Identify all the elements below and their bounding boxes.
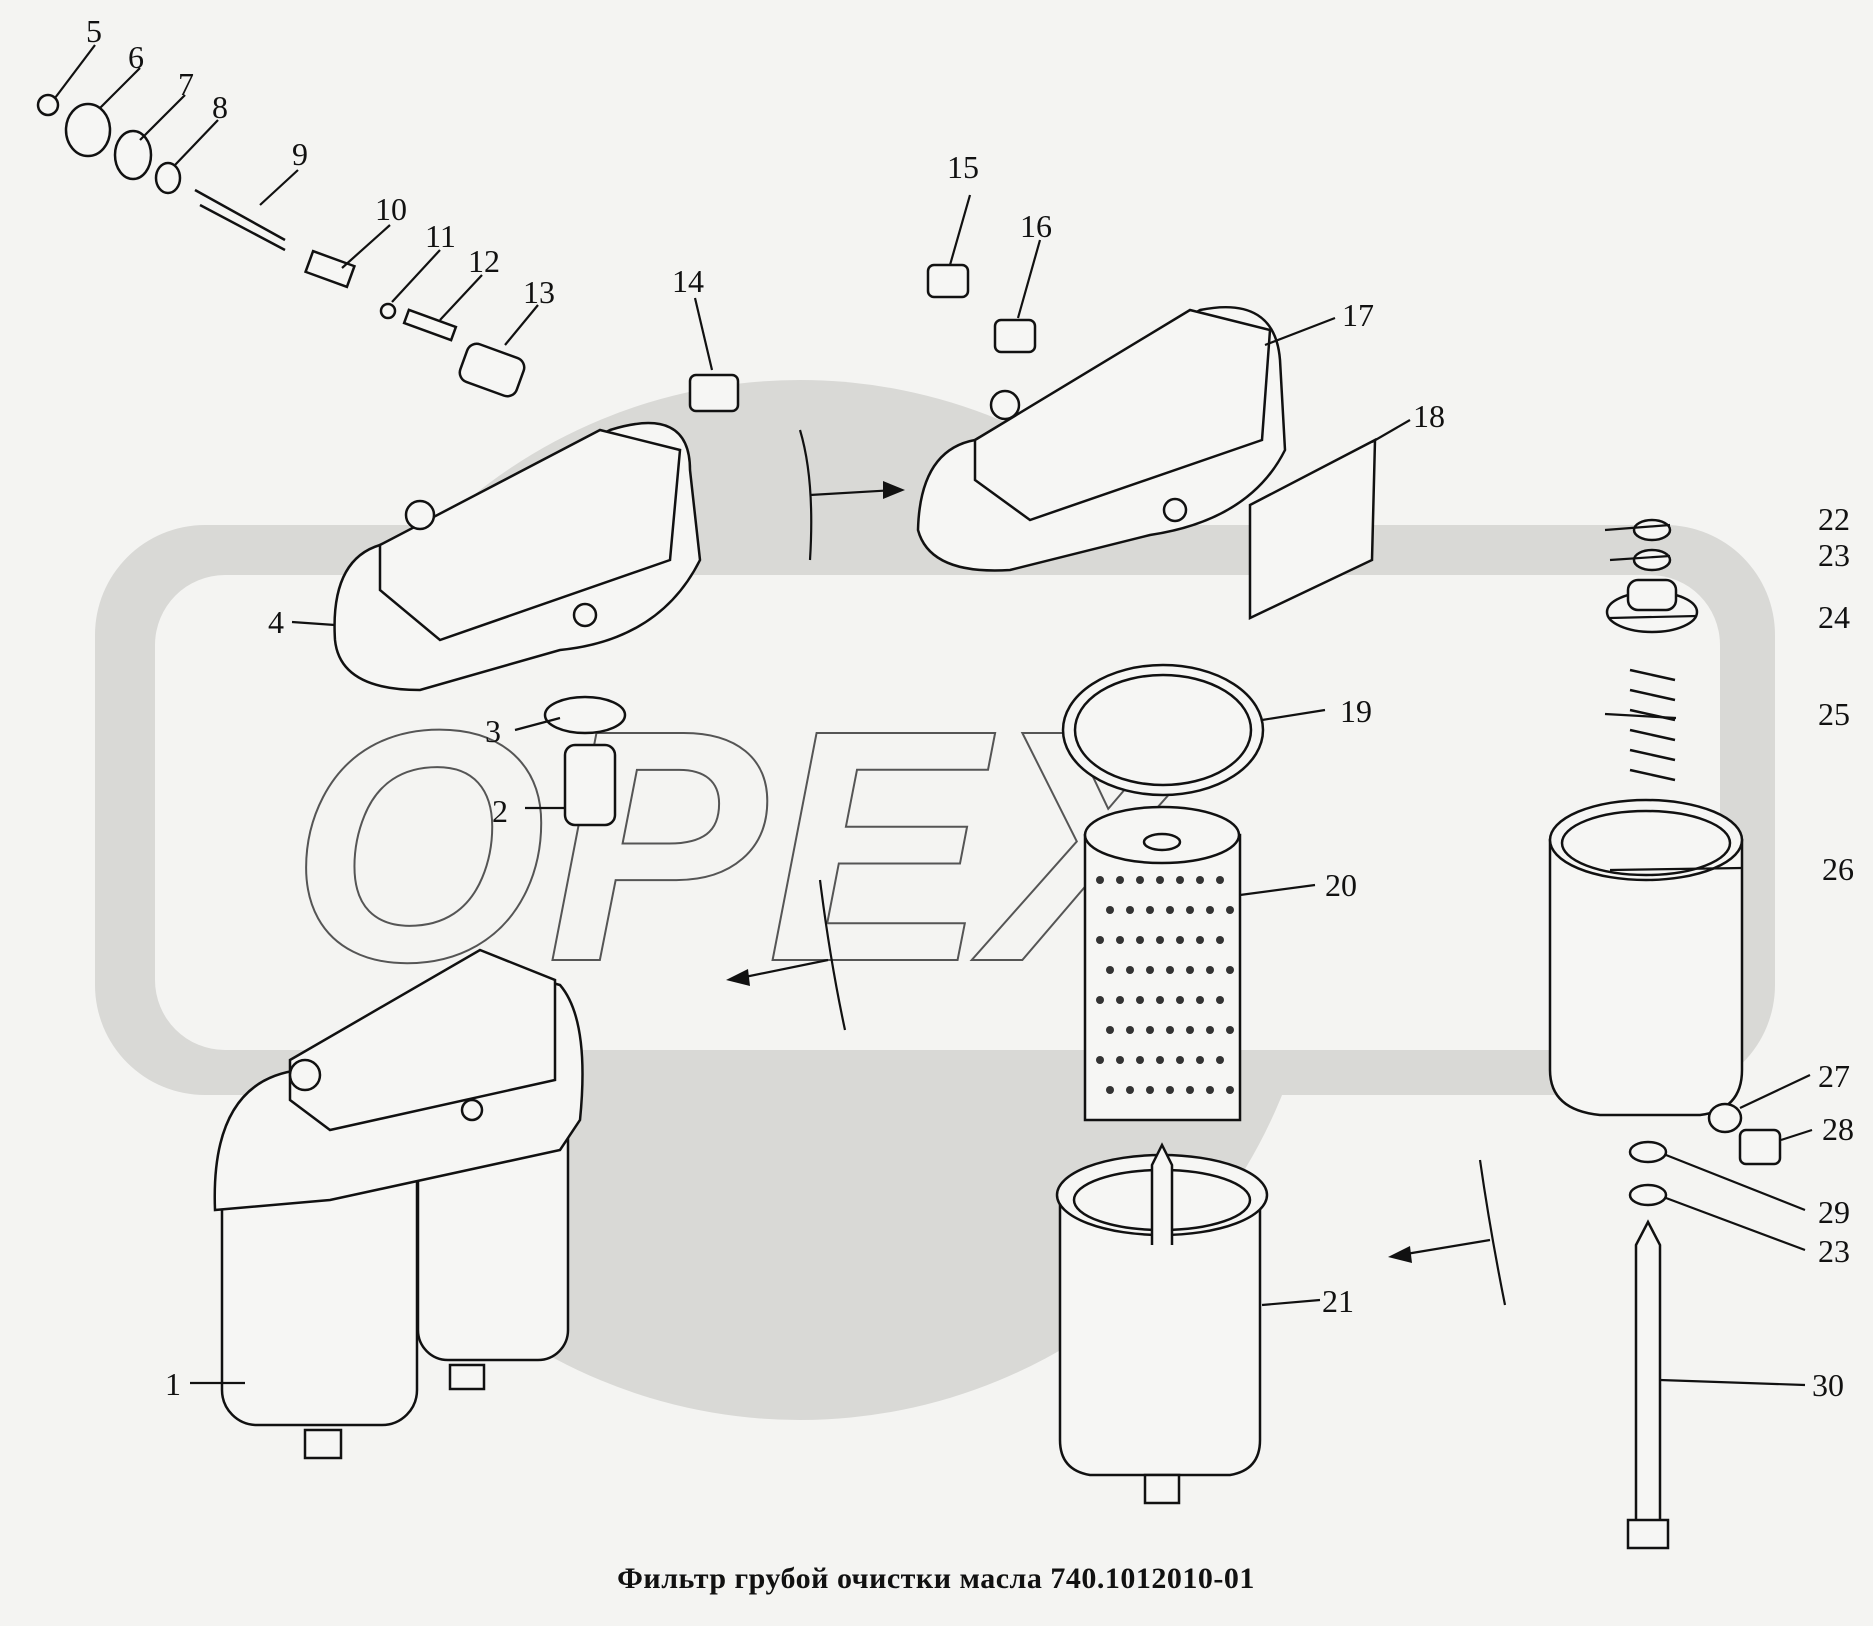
part-19-ring-inner: [1073, 673, 1253, 787]
callout-23-bottom: 23: [1818, 1233, 1850, 1269]
part-5: [36, 93, 60, 117]
callout-1: 1: [165, 1366, 181, 1402]
callout-3: 3: [485, 713, 501, 749]
part-29: [1628, 1140, 1668, 1164]
callout-2: 2: [492, 793, 508, 829]
part-25-spring: [1629, 668, 1676, 782]
part-cover-17: [916, 305, 1287, 572]
callout-5: 5: [86, 13, 102, 49]
callout-7: 7: [178, 66, 194, 102]
callout-24: 24: [1818, 599, 1850, 635]
part-body-cover: [333, 421, 702, 692]
callout-12: 12: [468, 243, 500, 279]
callout-28: 28: [1822, 1111, 1854, 1147]
part-6: [64, 102, 112, 158]
callout-9: 9: [292, 136, 308, 172]
callout-6: 6: [128, 39, 144, 75]
part-23-bottom: [1628, 1183, 1668, 1207]
callout-23-top: 23: [1818, 537, 1850, 573]
part-gasket-plate: [1248, 437, 1377, 620]
callout-14: 14: [672, 263, 704, 299]
callout-22: 22: [1818, 501, 1850, 537]
part-10: [303, 249, 357, 289]
part-9-spring: [194, 188, 286, 252]
part-7: [113, 129, 153, 181]
callout-26: 26: [1822, 851, 1854, 887]
assembly-arrows: [726, 429, 1507, 1306]
part-22: [1632, 518, 1672, 542]
part-26-housing: [1548, 838, 1744, 1117]
callout-11: 11: [425, 218, 456, 254]
callout-30: 30: [1812, 1367, 1844, 1403]
part-30-head: [1626, 1518, 1670, 1550]
part-3-washer: [543, 695, 627, 735]
callout-8: 8: [212, 89, 228, 125]
part-13: [458, 342, 526, 398]
part-27: [1707, 1102, 1743, 1134]
part-30-bolt: [1634, 1219, 1662, 1532]
part-16-plug: [993, 318, 1037, 354]
small-parts-top-left: [36, 93, 740, 413]
callout-4: 4: [268, 604, 284, 640]
part-15-plug: [926, 263, 970, 299]
watermark-frame-inner: [155, 575, 1720, 1050]
part-20-filter-element: [1083, 805, 1242, 1122]
part-26-rim-inner: [1560, 809, 1732, 877]
callout-21: 21: [1322, 1283, 1354, 1319]
callout-19: 19: [1340, 693, 1372, 729]
callout-18: 18: [1413, 398, 1445, 434]
part-21-bowl: [1055, 1142, 1269, 1505]
arrow-bracket-3: [1478, 1159, 1507, 1306]
callout-16: 16: [1020, 208, 1052, 244]
part-2-valve: [563, 743, 617, 827]
right-column-parts: [1548, 518, 1782, 1550]
arrow-1-head: [883, 481, 905, 499]
arrow-2: [739, 958, 829, 980]
callout-13: 13: [523, 274, 555, 310]
part-14: [688, 373, 740, 413]
arrow-2-head: [726, 969, 750, 986]
part-11: [379, 302, 397, 320]
part-23-top: [1632, 548, 1672, 572]
leader-lines: [54, 44, 1813, 1387]
callout-15: 15: [947, 149, 979, 185]
arrow-bracket-2: [818, 879, 847, 1031]
arrow-1: [809, 488, 896, 497]
callout-10: 10: [375, 191, 407, 227]
part-24-top: [1626, 578, 1678, 612]
arrow-bracket-1: [798, 429, 813, 561]
callout-17: 17: [1342, 297, 1374, 333]
part-filter-assembly: [213, 948, 584, 1460]
perforation-pattern: [1096, 876, 1234, 1094]
diagram-caption: Фильтр грубой очистки масла 740.1012010-…: [617, 1562, 1255, 1595]
callout-29: 29: [1818, 1194, 1850, 1230]
part-12: [402, 308, 458, 342]
part-28: [1738, 1128, 1782, 1166]
arrow-3-head: [1388, 1246, 1412, 1263]
part-8: [154, 161, 182, 195]
callout-20: 20: [1325, 867, 1357, 903]
callout-25: 25: [1818, 696, 1850, 732]
callout-27: 27: [1818, 1058, 1850, 1094]
arrow-3: [1399, 1238, 1491, 1257]
